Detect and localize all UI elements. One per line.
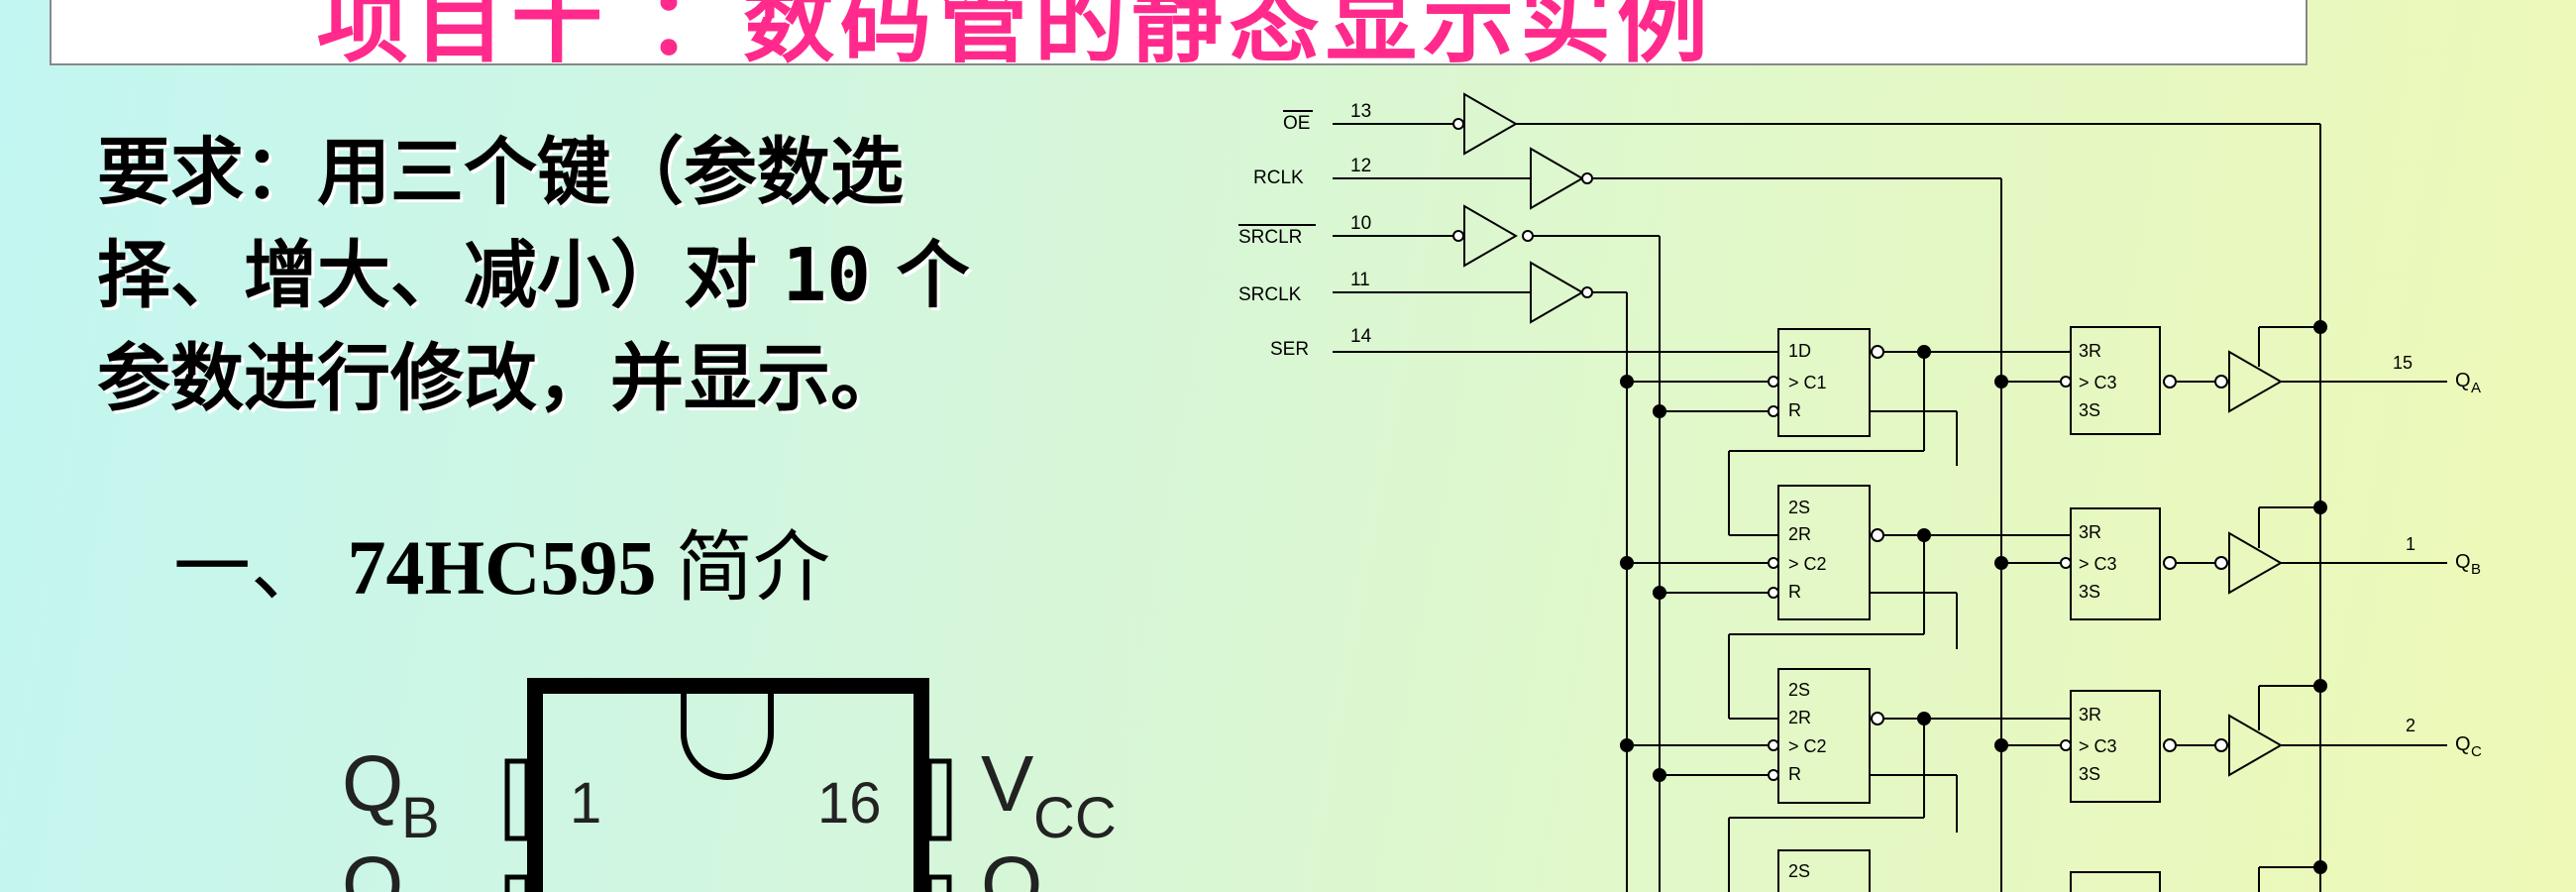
requirement-line-1: 要求：用三个键（参数选 (97, 130, 904, 215)
latch3-label-s: 3S (2079, 764, 2100, 784)
title-box: 项目十 ：数码管的静态显示实例 (50, 0, 2308, 65)
stage3-label-s: 2S (1788, 680, 1810, 700)
requirement-text: 要求：用三个键（参数选 择、增大、减小）对 10 个 参数进行修改，并显示。 (97, 121, 1108, 430)
stage2-label-r2: 2R (1788, 524, 1811, 544)
pin-15-lead (926, 874, 952, 892)
section-prefix: 一、 (173, 524, 329, 611)
input-srclk-label: SRCLK (1238, 284, 1302, 305)
pin-16-label-sub: CC (1033, 786, 1117, 850)
output-b-pin: 1 (2406, 534, 2415, 554)
chip-notch (681, 694, 774, 780)
stage-row-2 (1620, 485, 2447, 720)
srclr-buffer (1463, 204, 1519, 268)
stage2-label-s: 2S (1788, 498, 1810, 517)
input-rclk-pin: 12 (1350, 156, 1371, 176)
latch2-label-r: 3R (2079, 522, 2101, 542)
latch3-label-clk: > C3 (2079, 736, 2117, 756)
pin-1-number: 1 (570, 771, 601, 836)
stage-row-1 (1620, 320, 2447, 536)
stage1-label-r: R (1788, 400, 1801, 420)
output-b-sub: B (2471, 561, 2481, 578)
latch1-label-r: 3R (2079, 341, 2101, 361)
requirement-line-2a: 择、增大、减小）对 (97, 233, 757, 318)
output-a-label: Q (2455, 370, 2471, 391)
chip-model: 74HC595 (347, 524, 657, 611)
stage3-label-r: R (1788, 764, 1801, 784)
section-suffix: 简介 (676, 524, 831, 611)
pin-16-number: 16 (817, 771, 882, 836)
requirement-line-3: 参数进行修改，并显示。 (97, 336, 904, 421)
input-oe-label: OE (1283, 113, 1310, 134)
output-a-sub: A (2471, 380, 2481, 396)
slide-title: 项目十 ：数码管的静态显示实例 (317, 0, 1715, 65)
pin-1-lead (504, 758, 530, 841)
output-b-label: Q (2455, 551, 2471, 573)
output-c-label: Q (2455, 733, 2471, 755)
stage2-label-clk: > C2 (1788, 554, 1827, 574)
srclk-buffer (1530, 261, 1585, 324)
input-srclr-pin: 10 (1350, 213, 1371, 234)
input-ser-pin: 14 (1350, 326, 1372, 347)
section-heading: 一、 74HC595 简介 (173, 505, 830, 616)
input-srclr-label: SRCLR (1238, 227, 1302, 248)
rclk-buffer (1530, 147, 1585, 210)
stage3-label-r2: 2R (1788, 708, 1811, 727)
latch2-label-s: 3S (2079, 582, 2100, 602)
requirement-line-2b: 个 (896, 233, 970, 318)
pin-16-lead (926, 758, 952, 841)
stage1-label-d: 1D (1788, 341, 1811, 361)
pin-15-label-partial: Q (981, 840, 1042, 892)
input-oe-pin: 13 (1350, 101, 1371, 122)
pin-1-label: Q (342, 739, 403, 828)
pin-16-label: V (981, 739, 1034, 828)
input-srclk-pin: 11 (1350, 270, 1370, 290)
latch1-label-s: 3S (2079, 400, 2100, 420)
latch2-label-clk: > C3 (2079, 554, 2117, 574)
output-a-pin: 15 (2393, 353, 2413, 373)
chip-body (527, 678, 929, 892)
stage1-label-clk: > C1 (1788, 373, 1827, 392)
stage-row-3 (1620, 668, 2447, 892)
stage2-label-r: R (1788, 582, 1801, 602)
pin-1-label-sub: B (401, 786, 440, 850)
requirement-line-2: 择、增大、减小）对 10 个 (97, 224, 1108, 327)
latch3-label-r: 3R (2079, 705, 2101, 725)
stage3-label-clk: > C2 (1788, 736, 1827, 756)
input-rclk-label: RCLK (1253, 167, 1304, 188)
oe-buffer (1463, 92, 1519, 156)
pin-2-label-partial: Q (342, 840, 403, 892)
input-ser-label: SER (1270, 339, 1309, 360)
pin-2-lead (504, 874, 530, 892)
latch1-label-clk: > C3 (2079, 373, 2117, 392)
param-count: 10 (782, 233, 871, 318)
output-c-pin: 2 (2406, 716, 2415, 735)
output-c-sub: C (2471, 743, 2482, 760)
stage4-label-s: 2S (1788, 861, 1810, 881)
